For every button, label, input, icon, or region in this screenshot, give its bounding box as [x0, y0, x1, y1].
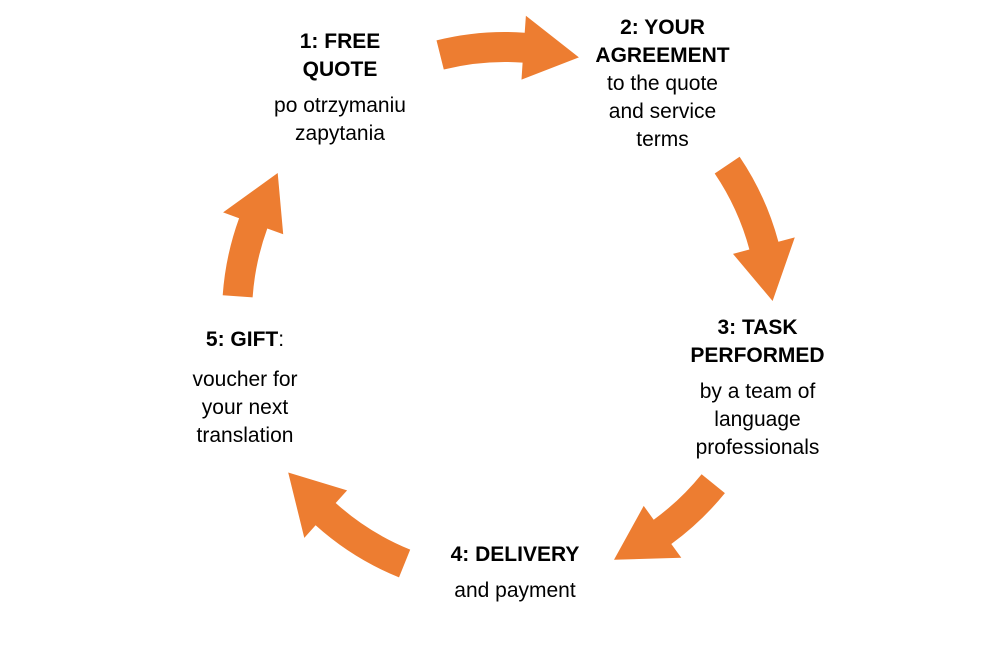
step-1-title: 1: FREE QUOTE [299, 30, 381, 81]
step-1-desc: po otrzymaniu zapytania [274, 94, 406, 145]
step-5: 5: GIFT: voucher for your next translati… [165, 326, 325, 450]
step-2-title: 2: YOUR AGREEMENT [595, 16, 730, 67]
step-2: 2: YOUR AGREEMENT to the quote and servi… [580, 14, 745, 154]
step-5-desc: voucher for your next translation [192, 368, 298, 447]
step-1: 1: FREE QUOTE po otrzymaniu zapytania [255, 28, 425, 148]
arrow-1-to-2 [436, 15, 579, 80]
step-5-title: 5: GIFT [205, 328, 279, 351]
arrow-3-to-4 [614, 474, 725, 560]
step-3: 3: TASK PERFORMED by a team of language … [675, 314, 840, 462]
step-2-desc: to the quote and service terms [607, 72, 718, 151]
step-4-desc: and payment [454, 579, 576, 602]
step-3-title: 3: TASK PERFORMED [690, 316, 825, 367]
arrow-5-to-1 [222, 173, 284, 298]
step-4-title: 4: DELIVERY [450, 543, 580, 566]
step-5-suffix: : [278, 328, 285, 351]
step-4: 4: DELIVERY and payment [410, 541, 620, 605]
arrow-2-to-3 [714, 156, 795, 301]
step-3-desc: by a team of language professionals [695, 380, 820, 459]
arrow-4-to-5 [288, 472, 411, 578]
